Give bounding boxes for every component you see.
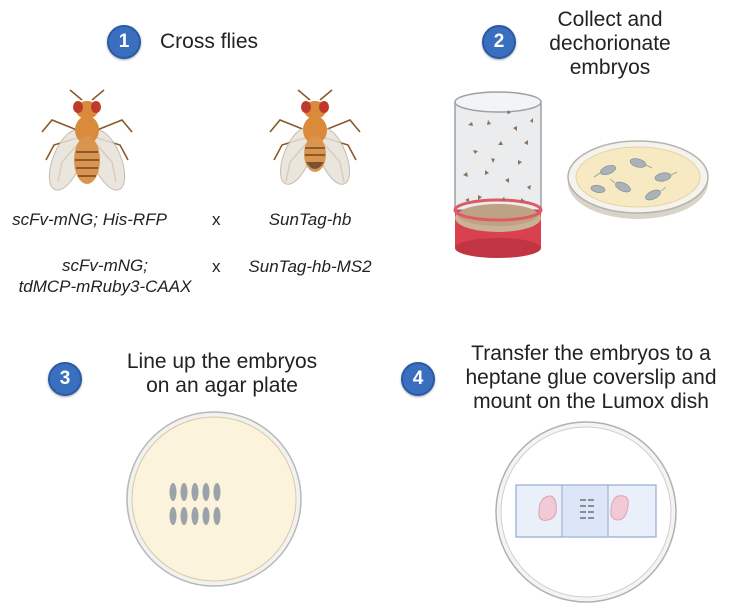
step-1-badge: 1: [107, 25, 141, 59]
cross-2-left-genotype-line-2: tdMCP-mRuby3-CAAX: [18, 277, 192, 296]
step-4-title-line-3: mount on the Lumox dish: [473, 390, 709, 413]
cross-1-left-genotype: scFv-mNG; His-RFP: [12, 210, 167, 229]
step-4-badge: 4: [401, 362, 435, 396]
embryo-collection-cage-icon: [453, 91, 543, 258]
lumox-dish-icon: [495, 421, 677, 603]
agar-plate-icon: [126, 411, 302, 587]
step-3-badge: 3: [48, 362, 82, 396]
cross-2-symbol: x: [212, 257, 221, 276]
cross-1-right-genotype: SunTag-hb: [268, 210, 352, 229]
step-4-title-line-1: Transfer the embryos to a: [471, 342, 711, 365]
step-1-title: Cross flies: [160, 30, 259, 53]
step-3-title-line-2: on an agar plate: [146, 374, 298, 397]
petri-dish-embryos-icon: [567, 140, 709, 219]
fly-female-icon: [41, 89, 133, 191]
step-3-title-line-1: Line up the embryos: [126, 350, 318, 373]
step-2-title-line-3: embryos: [569, 56, 651, 79]
step-2-title-line-2: dechorionate: [549, 32, 671, 55]
cross-2-left-genotype-line-1: scFv-mNG;: [62, 256, 148, 275]
step-4-title-line-2: heptane glue coverslip and: [465, 366, 717, 389]
step-2-badge: 2: [482, 25, 516, 59]
cross-2-right-genotype: SunTag-hb-MS2: [248, 257, 372, 276]
fly-male-icon: [269, 89, 361, 185]
cross-1-symbol: x: [212, 210, 221, 229]
step-2-title-line-1: Collect and: [557, 8, 663, 31]
